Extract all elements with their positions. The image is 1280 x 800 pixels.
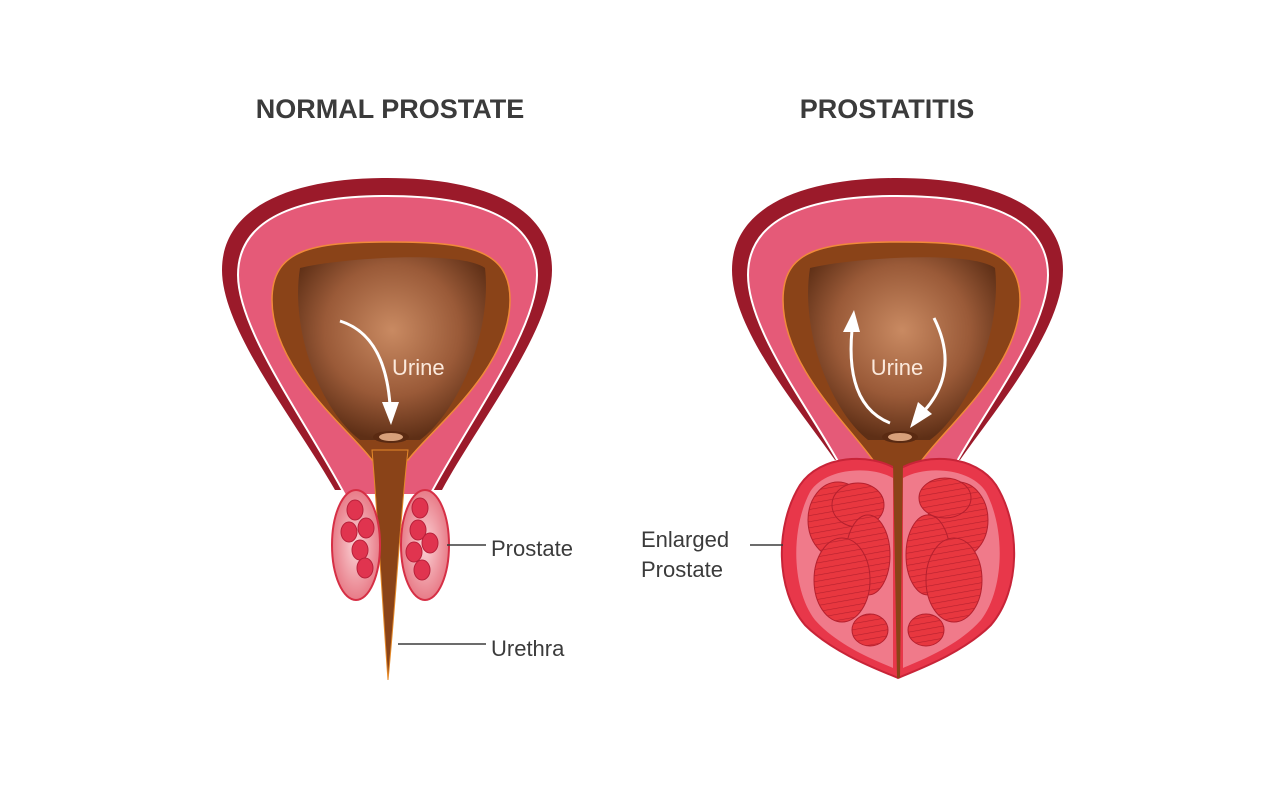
urine-label-prostatitis: Urine (871, 355, 924, 380)
arrow-head-up-icon (843, 310, 860, 332)
arrow-head-down-icon (910, 402, 932, 428)
normal-prostate-panel: NORMAL PROSTATE Urine (222, 94, 573, 681)
enlarged-glands (807, 477, 989, 647)
urine-chamber (808, 257, 996, 440)
urine-label-normal: Urine (392, 355, 445, 380)
prostate-normal (331, 489, 450, 601)
prostate-label: Prostate (491, 536, 573, 561)
bladder-neck-inner (379, 433, 403, 441)
urine-chamber (298, 257, 486, 440)
urethra-label: Urethra (491, 636, 565, 661)
prostate-glands-normal (340, 497, 439, 581)
normal-title: NORMAL PROSTATE (256, 94, 525, 124)
enlarged-label-line2: Prostate (641, 557, 723, 582)
bladder-normal: Urine (222, 178, 552, 681)
enlarged-label-line1: Enlarged (641, 527, 729, 552)
prostatic-urethra (893, 462, 903, 678)
urine-swirl-arrow-down (923, 317, 947, 411)
prostatitis-panel: PROSTATITIS Urine (641, 94, 1063, 680)
bladder-neck-inner (888, 433, 912, 441)
prostatitis-title: PROSTATITIS (800, 94, 975, 124)
bladder-prostatitis: Urine (732, 178, 1063, 471)
urine-flow-arrow (339, 319, 392, 406)
enlarged-prostate (780, 457, 1016, 680)
urine-swirl-arrow-up (849, 329, 891, 425)
arrow-head-icon (382, 402, 399, 425)
